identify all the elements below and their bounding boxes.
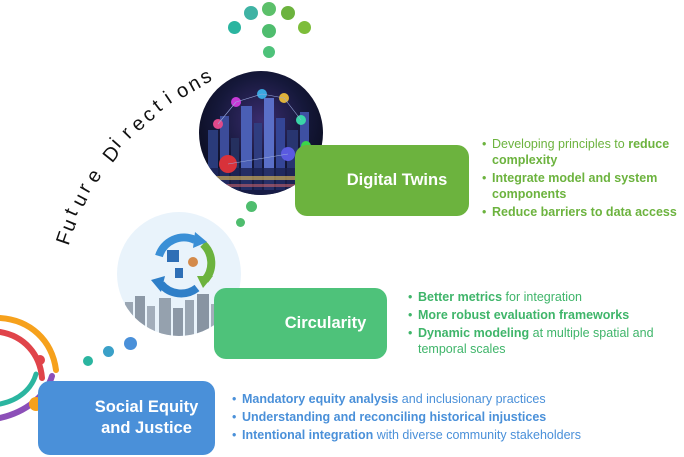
social-equity-bullets: Mandatory equity analysis and inclusiona… bbox=[232, 391, 672, 445]
circularity-label: Circularity bbox=[284, 314, 367, 332]
digital-twins-bullets: Developing principles to reduce complexi… bbox=[482, 136, 682, 222]
bullet-item: More robust evaluation frameworks bbox=[408, 307, 680, 323]
arrow-dot bbox=[244, 6, 258, 20]
social-equity-tag: Social Equity and Justice bbox=[38, 381, 215, 455]
trail-dot bbox=[124, 337, 137, 350]
bullet-item: Mandatory equity analysis and inclusiona… bbox=[232, 391, 672, 407]
bullet-item: Reduce barriers to data access bbox=[482, 204, 682, 220]
arrow-dot bbox=[262, 24, 276, 38]
social-equity-label-line1: Social Equity bbox=[94, 398, 199, 416]
circularity-tag: Circularity bbox=[214, 288, 387, 359]
bullet-item: Integrate model and system components bbox=[482, 170, 682, 202]
arrow-dot bbox=[263, 46, 275, 58]
bullet-item: Better metrics for integration bbox=[408, 289, 680, 305]
bullet-item: Intentional integration with diverse com… bbox=[232, 427, 672, 443]
social-equity-label-line2: and Justice bbox=[101, 419, 192, 437]
circularity-image bbox=[117, 212, 241, 336]
arrow-dot bbox=[262, 2, 276, 16]
bullet-item: Dynamic modeling at multiple spatial and… bbox=[408, 325, 680, 357]
circularity-bullets: Better metrics for integration More robu… bbox=[408, 289, 680, 359]
arrow-dot bbox=[298, 21, 311, 34]
arrow-dot bbox=[228, 21, 241, 34]
trail-dot bbox=[246, 201, 257, 212]
trail-dot bbox=[83, 356, 93, 366]
arrow-dot bbox=[281, 6, 295, 20]
bullet-item: Understanding and reconciling historical… bbox=[232, 409, 672, 425]
bullet-item: Developing principles to reduce complexi… bbox=[482, 136, 682, 168]
trail-dot bbox=[103, 346, 114, 357]
digital-twins-label: Digital Twins bbox=[346, 171, 448, 189]
digital-twins-tag: Digital Twins bbox=[295, 145, 469, 216]
trail-dot bbox=[236, 218, 245, 227]
